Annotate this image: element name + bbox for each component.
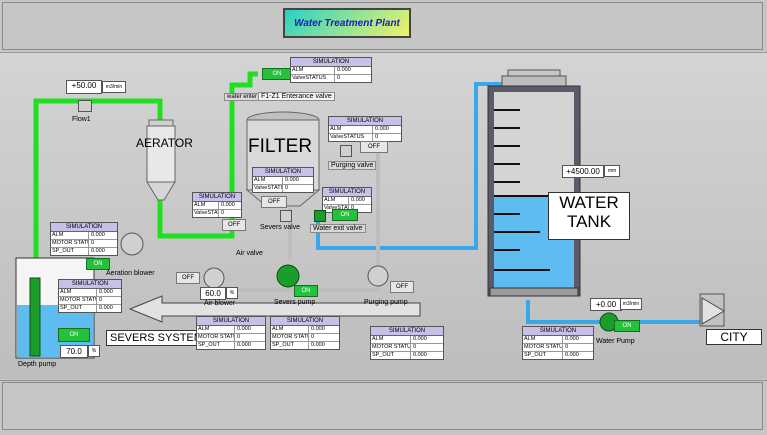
water-exit-valve-on-button[interactable]: ON	[332, 209, 358, 221]
depth-pump-label: Depth pump	[18, 361, 57, 368]
purging-valve-icon[interactable]	[340, 145, 352, 157]
bottom-frame	[2, 382, 763, 430]
flow1-meter-icon[interactable]	[78, 100, 92, 112]
aerator-vessel	[146, 119, 176, 201]
city-label: CITY	[706, 329, 762, 345]
aeration-blower-label: Aeration blower	[106, 270, 155, 277]
depth-pump-percent-value[interactable]: 70.0	[60, 345, 88, 358]
water-pump-flow-unit: m3/min	[620, 298, 642, 310]
city-gate	[699, 293, 725, 327]
aerator-label: AERATOR	[136, 136, 193, 150]
water-tank-vessel	[487, 69, 581, 297]
sim-header: SIMULATION	[291, 58, 371, 67]
severs-pump-body	[276, 264, 300, 288]
flow1-value[interactable]: +50.00	[66, 80, 102, 94]
severs-valve-off-button[interactable]: OFF	[261, 196, 287, 208]
flow1-unit: m3/min	[102, 81, 126, 93]
air-valve-label: Air valve	[236, 250, 263, 257]
aeration-blower-body	[120, 232, 144, 256]
entrance-valve-on-button[interactable]: ON	[262, 68, 292, 80]
entrance-valve-tag[interactable]: water enter	[224, 93, 261, 101]
water-exit-valve-icon[interactable]	[314, 210, 326, 222]
air-blower-label: Air blower	[204, 300, 236, 307]
depth-pump-percent-unit: %	[88, 345, 100, 357]
city-arrow	[701, 297, 725, 325]
flow1-label: Flow1	[72, 116, 91, 123]
water-tank-label: WATER TANK	[548, 192, 630, 240]
entrance-valve-tooltip: F1-Z1 Enterance valve	[258, 92, 335, 101]
air-valve-off-button[interactable]: OFF	[222, 219, 246, 231]
pipe-air-blower	[229, 71, 258, 212]
bottom-panel	[0, 380, 767, 435]
severs-system-label: SEVERS SYSTEM	[106, 330, 207, 346]
filter-label: FILTER	[248, 136, 313, 157]
top-frame	[2, 2, 763, 50]
water-pump-flow-value[interactable]: +0.00	[590, 298, 622, 311]
tank-level-unit: mm	[604, 165, 620, 177]
air-blower-percent-unit: %	[226, 287, 238, 299]
air-blower-percent-value[interactable]: 60.0	[200, 287, 226, 300]
pipe-filter-to-tank	[316, 82, 512, 250]
purging-valve-label: Purging valve	[328, 161, 377, 170]
tank-level-value[interactable]: +4500.00	[562, 165, 604, 178]
purging-valve-off-button[interactable]: OFF	[360, 141, 388, 153]
purging-pump-body	[367, 265, 389, 287]
severs-arrow	[128, 295, 421, 323]
severs-valve-icon[interactable]	[280, 210, 292, 222]
purging-pump-label: Purging pump	[364, 299, 408, 306]
severs-pump-label: Severs pump	[274, 299, 316, 306]
severs-valve-label: Severs valve	[260, 224, 301, 231]
severs-pump-on-button[interactable]: ON	[294, 285, 318, 297]
water-exit-valve-label: Water exit valve	[310, 224, 366, 233]
aeration-blower-on-button[interactable]: ON	[86, 258, 110, 270]
water-pump-label: Water Pump	[596, 338, 635, 345]
pipe-tank-to-city	[526, 300, 700, 324]
pipe-depth-to-aerator	[33, 98, 163, 290]
depth-pump-on-button[interactable]: ON	[58, 328, 90, 342]
air-blower-off-button[interactable]: OFF	[176, 272, 200, 284]
purging-pump-off-button[interactable]: OFF	[390, 281, 414, 293]
page-title: Water Treatment Plant	[283, 8, 411, 38]
air-blower-body	[203, 267, 225, 289]
water-pump-on-button[interactable]: ON	[614, 320, 640, 332]
